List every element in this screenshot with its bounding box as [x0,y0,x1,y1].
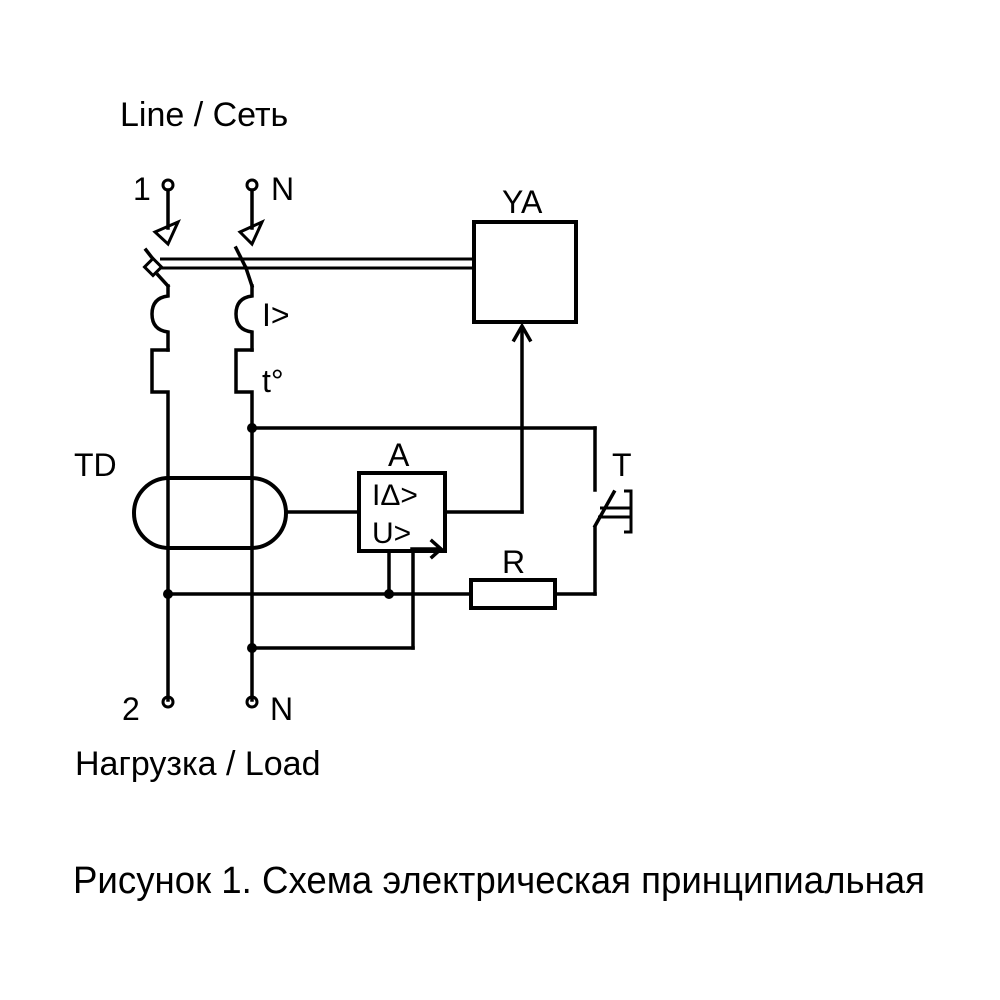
terminal-label-n-top: N [271,171,294,207]
terminal-label-2: 2 [122,691,140,727]
contact-neutral-icon [237,218,266,247]
transformer-label: TD [74,447,117,483]
contact-phase-icon [152,219,181,247]
test-button-label: T [612,447,632,483]
terminal-label-1: 1 [133,171,151,207]
resistor-body [469,578,557,610]
test-button-icon [592,489,633,534]
amplifier-label: A [388,437,410,473]
load-title: Нагрузка / Load [75,745,321,783]
phase-conductor [142,188,181,702]
terminal-label-n-bottom: N [270,691,293,727]
line-title: Line / Сеть [120,96,288,134]
amp-residual-label: IΔ> [372,479,418,512]
amp-voltage-label: U> [372,517,411,550]
amp-to-trip-wire [444,322,533,514]
trip-coil-label: YA [502,184,543,220]
arrow-up-icon [511,322,533,343]
figure-caption: Рисунок 1. Схема электрическая принципиа… [73,860,925,902]
mechanical-linkage [160,257,474,270]
junction-node [247,423,257,433]
neutral-conductor [233,188,266,702]
junction-node [384,589,394,599]
voltage-arrow-icon [410,538,444,560]
test-supply-wire [250,426,597,492]
thermal-label: t° [262,363,284,399]
junction-node [247,643,257,653]
overcurrent-label: I> [262,297,290,333]
transformer-core [132,476,288,550]
junction-node [163,589,173,599]
trip-coil-box [472,220,578,324]
amplifier-box [357,471,447,553]
resistor-label: R [502,544,525,580]
